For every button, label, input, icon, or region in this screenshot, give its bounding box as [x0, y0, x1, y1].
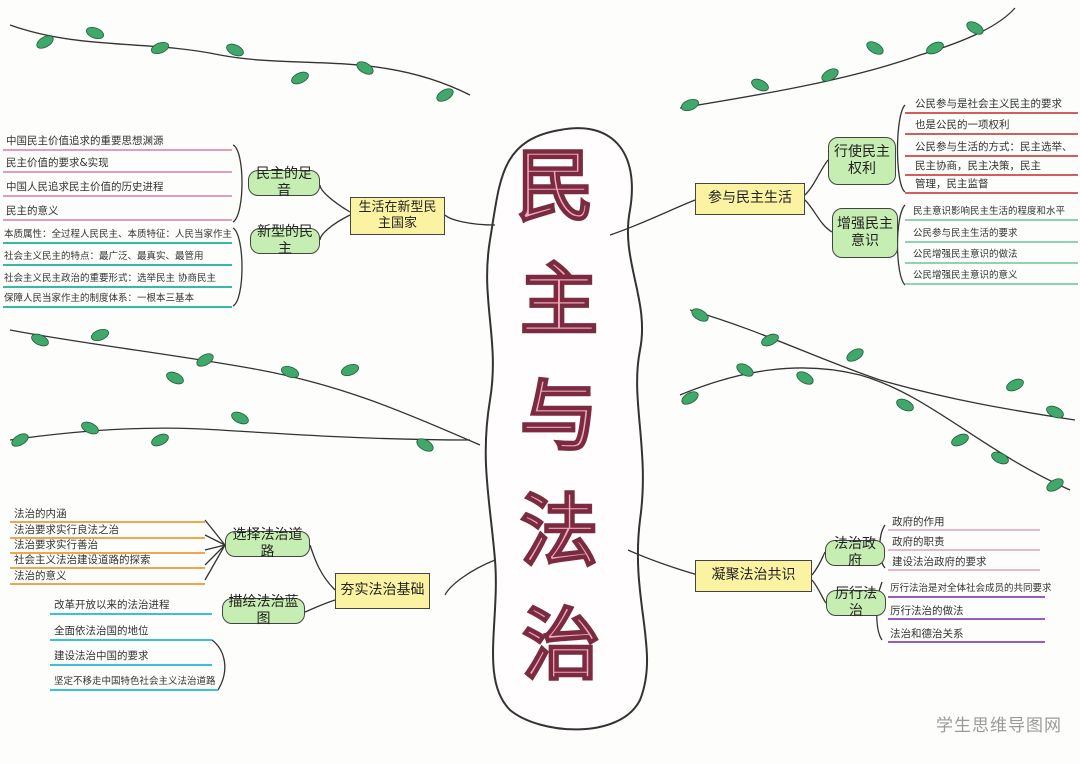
- center-bubble: [484, 127, 648, 731]
- sub-node-choose-rule-of-law: 选择法治道路: [225, 527, 310, 560]
- leaf-item: 全面依法治国的地位: [54, 625, 149, 637]
- leaf-item: 厉行法治的做法: [890, 605, 964, 617]
- leaf-item: 公民参与生活的方式：民主选举、: [915, 141, 1073, 153]
- leaf-item: 也是公民的一项权利: [915, 119, 1010, 131]
- sub-node-exercise-rights: 行使民主权利: [828, 137, 896, 185]
- leaf-item: 法治要求实行良法之治: [14, 524, 119, 536]
- leaf-item: 社会主义民主的特点：最广泛、最真实、最管用: [4, 251, 204, 262]
- watermark: 学生思维导图网: [936, 716, 1062, 736]
- sub-node-draw-blueprint: 描绘法治蓝图: [222, 594, 305, 627]
- title-char-1: 民: [515, 142, 595, 232]
- leaf-item: 坚定不移走中国特色社会主义法治道路: [54, 676, 216, 687]
- title-char-3: 与: [519, 372, 599, 462]
- leaf-item: 民主协商，民主决策，民主: [915, 160, 1041, 172]
- branch-lines: [204, 104, 906, 691]
- leaf-item: 公民参与是社会主义民主的要求: [915, 98, 1062, 110]
- title-char-2: 主: [519, 256, 599, 346]
- leaf-item: 法治的意义: [14, 570, 67, 582]
- branch-top-left: 生活在新型民主国家: [350, 197, 445, 235]
- leaf-item: 中国人民追求民主价值的历史进程: [6, 181, 164, 193]
- branch-bottom-left: 夯实法治基础: [335, 573, 430, 609]
- vine-leaves: [11, 21, 1064, 492]
- leaf-item: 法治要求实行善治: [14, 539, 98, 551]
- leaf-item: 公民增强民主意识的做法: [913, 249, 1018, 260]
- leaf-item: 社会主义民主政治的重要形式：选举民主 协商民主: [4, 273, 217, 284]
- leaf-underlines: [3, 112, 1078, 691]
- leaf-item: 中国民主价值追求的重要思想渊源: [6, 135, 164, 147]
- leaf-item: 公民增强民主意识的意义: [913, 270, 1018, 281]
- leaf-item: 管理，民主监督: [915, 178, 989, 190]
- title-char-5: 治: [521, 601, 601, 691]
- branch-bottom-right: 凝聚法治共识: [695, 560, 812, 592]
- leaf-item: 政府的作用: [892, 516, 945, 528]
- leaf-item: 社会主义法治建设道路的探索: [14, 554, 151, 566]
- sub-node-new-democracy: 新型的民主: [250, 224, 320, 257]
- leaf-item: 改革开放以来的法治进程: [54, 599, 170, 611]
- leaf-item: 保障人民当家作主的制度体系：一根本三基本: [4, 293, 195, 304]
- leaf-item: 法治和德治关系: [890, 628, 964, 640]
- leaf-item: 民主价值的要求&实现: [6, 157, 109, 169]
- branch-top-right: 参与民主生活: [695, 183, 805, 215]
- leaf-item: 法治的内涵: [14, 508, 67, 520]
- leaf-item: 政府的职责: [892, 536, 945, 548]
- leaf-item: 民主的意义: [6, 205, 59, 217]
- title-char-4: 法: [519, 487, 599, 577]
- leaf-item: 建设法治中国的要求: [54, 650, 149, 662]
- sub-node-law-based-government: 法治政府: [825, 536, 885, 569]
- leaf-item: 公民参与民主生活的要求: [913, 228, 1018, 239]
- sub-node-enhance-awareness: 增强民主意识: [832, 208, 898, 258]
- leaf-item: 民主意识影响民主生活的程度和水平: [913, 206, 1066, 217]
- leaf-item: 本质属性：全过程人民民主、本质特征：人民当家作主: [4, 229, 233, 240]
- sub-node-strict-rule-of-law: 厉行法治: [826, 586, 886, 619]
- leaf-item: 厉行法治是对全体社会成员的共同要求: [890, 583, 1052, 594]
- sub-node-democracy-footsteps: 民主的足音: [248, 166, 320, 199]
- leaf-item: 建设法治政府的要求: [892, 556, 987, 568]
